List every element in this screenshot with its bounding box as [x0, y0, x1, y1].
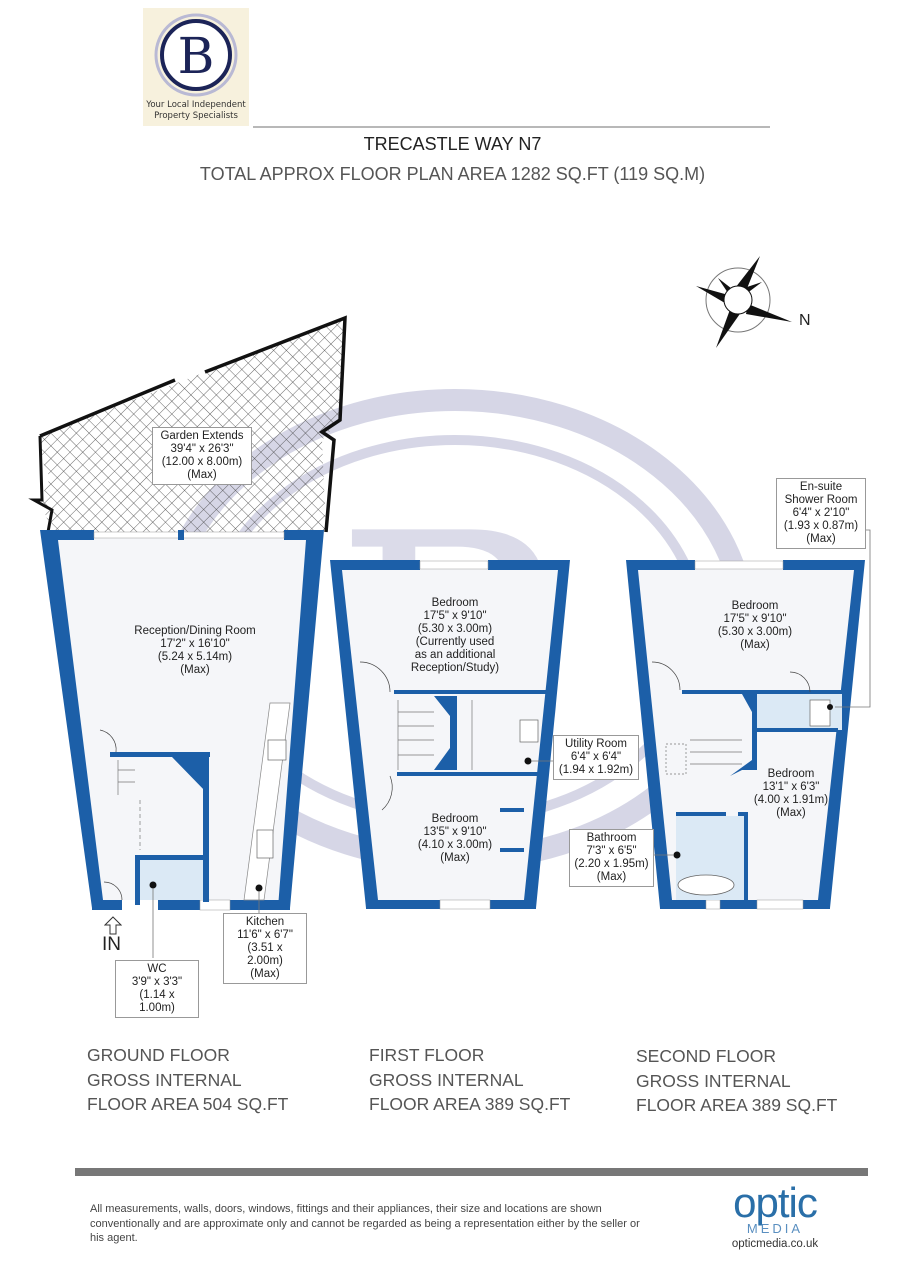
room-note: (Max) [776, 807, 806, 819]
logo-emblem-icon: B [154, 13, 238, 97]
room-dims-imperial: 11'6" x 6'7" [237, 929, 293, 941]
room-label-first-bedroom-2: Bedroom 13'5" x 9'10" (4.10 x 3.00m) (Ma… [400, 813, 510, 865]
room-note: (Max) [806, 533, 836, 545]
room-name: Reception/Dining Room [134, 625, 256, 637]
room-name: Utility Room [565, 738, 627, 750]
room-label-utility: Utility Room 6'4" x 6'4" (1.94 x 1.92m) [553, 735, 639, 780]
room-dims-imperial: 17'5" x 9'10" [723, 613, 787, 625]
room-note: (Max) [740, 639, 770, 651]
logo-tagline-1: Your Local Independent [146, 100, 246, 110]
room-note: as an additional [414, 649, 496, 661]
room-note: (Max) [250, 968, 280, 980]
room-note: Reception/Study) [410, 662, 500, 674]
room-label-reception: Reception/Dining Room 17'2" x 16'10" (5.… [110, 625, 280, 677]
entrance-arrow-icon [104, 916, 122, 935]
room-dims-metric: (1.14 x 1.00m) [139, 989, 175, 1014]
caption-line: GROSS INTERNAL [369, 1069, 524, 1090]
room-name: Shower Room [784, 494, 858, 506]
brand-url: opticmedia.co.uk [731, 1238, 819, 1250]
room-note: (Max) [440, 852, 470, 864]
page-subtitle: TOTAL APPROX FLOOR PLAN AREA 1282 SQ.FT … [199, 164, 706, 184]
caption-line: FIRST FLOOR [369, 1045, 485, 1065]
room-note: (Max) [187, 469, 217, 481]
room-dims-metric: (1.94 x 1.92m) [558, 764, 634, 776]
room-dims-imperial: 7'3" x 6'5" [586, 845, 637, 857]
brand-sub: MEDIA [746, 1221, 804, 1236]
room-name: Kitchen [245, 916, 285, 928]
compass-rose-icon [696, 256, 792, 348]
first-floor-caption: FIRST FLOOR GROSS INTERNAL FLOOR AREA 38… [369, 1043, 570, 1117]
logo-letter: B [178, 27, 215, 85]
compass-north-label: N [799, 312, 811, 329]
room-label-second-bedroom-2: Bedroom 13'1" x 6'3" (4.00 x 1.91m) (Max… [746, 768, 836, 820]
caption-line: GROUND FLOOR [87, 1045, 230, 1065]
room-dims-imperial: 17'2" x 16'10" [160, 638, 230, 650]
brand-word: optic [733, 1179, 818, 1226]
ground-floor-caption: GROUND FLOOR GROSS INTERNAL FLOOR AREA 5… [87, 1043, 288, 1117]
room-dims-metric: (12.00 x 8.00m) [161, 456, 243, 468]
caption-line: GROSS INTERNAL [87, 1069, 242, 1090]
room-dims-imperial: 17'5" x 9'10" [423, 610, 487, 622]
room-name: Bathroom [586, 832, 637, 844]
caption-line: FLOOR AREA 504 SQ.FT [87, 1094, 289, 1114]
room-name: En-suite [799, 481, 843, 493]
page-title: TRECASTLE WAY N7 [363, 134, 542, 154]
garden-area [40, 318, 345, 532]
room-name: Bedroom [767, 768, 815, 780]
room-label-first-bedroom-1: Bedroom 17'5" x 9'10" (5.30 x 3.00m) (Cu… [380, 597, 530, 675]
room-label-garden: Garden Extends 39'4" x 26'3" (12.00 x 8.… [152, 427, 252, 485]
entrance-label: IN [102, 934, 121, 955]
room-label-bathroom: Bathroom 7'3" x 6'5" (2.20 x 1.95m) (Max… [569, 829, 654, 887]
room-label-ensuite: En-suite Shower Room 6'4" x 2'10" (1.93 … [776, 478, 866, 549]
agency-logo: B Your Local Independent Property Specia… [143, 8, 249, 126]
room-name: WC [147, 963, 167, 975]
room-dims-imperial: 6'4" x 2'10" [792, 507, 850, 519]
room-dims-metric: (3.51 x 2.00m) [247, 942, 283, 967]
room-name: Garden Extends [160, 430, 244, 442]
room-name: Bedroom [731, 600, 779, 612]
room-note: (Currently used [415, 636, 495, 648]
optic-media-logo: optic MEDIA opticmedia.co.uk [720, 1179, 830, 1251]
room-dims-metric: (4.00 x 1.91m) [753, 794, 829, 806]
room-dims-metric: (5.30 x 3.00m) [717, 626, 793, 638]
room-dims-imperial: 3'9" x 3'3" [131, 976, 183, 988]
room-name: Bedroom [431, 813, 479, 825]
room-dims-metric: (5.30 x 3.00m) [417, 623, 493, 635]
room-note: (Max) [180, 664, 210, 676]
room-dims-imperial: 13'5" x 9'10" [423, 826, 487, 838]
disclaimer-text: All measurements, walls, doors, windows,… [90, 1203, 640, 1244]
footer-divider [75, 1168, 868, 1176]
second-floor-caption: SECOND FLOOR GROSS INTERNAL FLOOR AREA 3… [636, 1044, 837, 1118]
room-dims-imperial: 13'1" x 6'3" [762, 781, 820, 793]
room-note: (Max) [596, 871, 627, 883]
room-dims-metric: (5.24 x 5.14m) [157, 651, 233, 663]
logo-tagline-2: Property Specialists [154, 111, 238, 121]
room-name: Bedroom [431, 597, 479, 609]
header-divider [253, 126, 770, 128]
caption-line: FLOOR AREA 389 SQ.FT [369, 1094, 571, 1114]
room-dims-metric: (2.20 x 1.95m) [574, 858, 649, 870]
caption-line: FLOOR AREA 389 SQ.FT [636, 1095, 838, 1115]
caption-line: SECOND FLOOR [636, 1046, 777, 1066]
room-dims-imperial: 6'4" x 6'4" [570, 751, 622, 763]
room-dims-metric: (4.10 x 3.00m) [417, 839, 493, 851]
room-dims-imperial: 39'4" x 26'3" [170, 443, 234, 455]
caption-line: GROSS INTERNAL [636, 1070, 791, 1091]
room-label-wc: WC 3'9" x 3'3" (1.14 x 1.00m) [115, 960, 199, 1018]
room-label-kitchen: Kitchen 11'6" x 6'7" (3.51 x 2.00m) (Max… [223, 913, 307, 984]
room-dims-metric: (1.93 x 0.87m) [783, 520, 859, 532]
room-label-second-bedroom-1: Bedroom 17'5" x 9'10" (5.30 x 3.00m) (Ma… [700, 600, 810, 652]
